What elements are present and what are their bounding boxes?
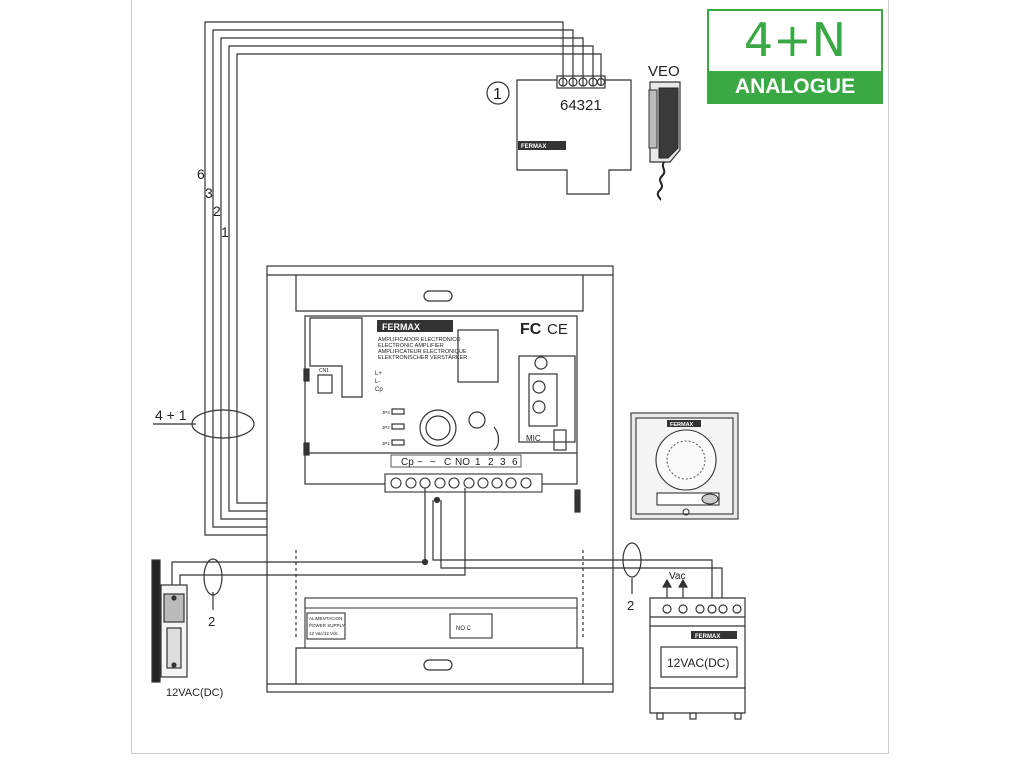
handset-model-label: VEO [648, 63, 680, 80]
power-strip [304, 597, 578, 649]
amplifier-side-label-lminus: L- [375, 379, 380, 385]
diagram-frame [131, 0, 889, 754]
power-strip-text-3: 12 Vac/12 Vdc [309, 631, 339, 636]
amplifier-cert-ce: CE [547, 321, 568, 338]
amplifier-module [303, 315, 581, 513]
terminal-label-ac1: ~ [417, 457, 423, 468]
amplifier-desc-es: AMPLIFICADOR ELECTRONICO [378, 337, 461, 343]
electric-lock [151, 559, 188, 683]
amplifier-brand: FERMAX [382, 322, 420, 332]
power-strip-relay: NO C [456, 626, 472, 632]
door-panel-brand: FERMAX [670, 422, 694, 428]
terminal-label-no: NO [455, 457, 470, 468]
bundle-label: 4 + 1 [155, 407, 187, 423]
lock-voltage: 12VAC(DC) [166, 687, 223, 699]
terminal-label-cp: Cp [401, 457, 414, 468]
amplifier-side-label-cp: Cp [375, 387, 383, 393]
amplifier-desc-fr: AMPLIFICATEUR ELECTRONIQUE [378, 349, 467, 355]
door-panel [630, 412, 739, 520]
wire-label-3: 3 [205, 185, 213, 201]
terminal-label-c: C [444, 457, 451, 468]
psu-output-label: Vac [669, 571, 686, 582]
psu-pair-label: 2 [627, 598, 634, 613]
power-supply-unit [649, 578, 746, 720]
lock-wiring [171, 488, 466, 610]
amplifier-jumper-jp1: JP1 [382, 441, 390, 446]
amplifier-connector-label: CN1 [319, 368, 329, 374]
lock-pair-label: 2 [208, 614, 215, 629]
handset-terminal-numbers: 64321 [560, 97, 602, 114]
veo-handset [648, 81, 681, 201]
amplifier-side-label-lplus: L+ [375, 371, 382, 377]
power-strip-text-1: ALIMENTACION [309, 616, 342, 621]
terminal-label-3: 3 [500, 457, 506, 468]
system-badge: 4+N ANALOGUE [707, 9, 883, 104]
amplifier-mic-label: MIC [526, 434, 541, 443]
handset-module-brand: FERMAX [521, 144, 546, 150]
amplifier-cert-fc: FC [520, 321, 542, 338]
amplifier-terminal-block [384, 473, 543, 493]
amplifier-jumper-jp2: JP2 [382, 425, 390, 430]
handset-callout-number: 1 [493, 86, 502, 103]
terminal-label-1: 1 [475, 457, 481, 468]
wire-label-6: 6 [197, 166, 205, 182]
terminal-label-ac2: ~ [430, 457, 436, 468]
system-badge-type: ANALOGUE [709, 71, 881, 102]
amplifier-desc-en: ELECTRONIC AMPLIFIER [378, 343, 444, 349]
wire-label-1: 1 [221, 224, 229, 240]
power-strip-text-2: POWER SUPPLY [309, 623, 345, 628]
terminal-label-2: 2 [488, 457, 494, 468]
psu-voltage: 12VAC(DC) [667, 656, 729, 670]
psu-wiring [432, 496, 723, 608]
amplifier-desc-de: ELEKTRONISCHER VERSTÄRKER [378, 354, 467, 361]
bundle-ellipse [191, 409, 255, 439]
psu-brand: FERMAX [695, 634, 720, 640]
amplifier-jumper-jp3: JP3 [382, 410, 390, 415]
amplifier-terminal-labels: Cp ~ ~ C NO 1 2 3 6 [390, 454, 522, 468]
handset-module [516, 75, 632, 195]
wire-label-2: 2 [213, 203, 221, 219]
terminal-label-6: 6 [512, 457, 518, 468]
handset-callout-circle [486, 81, 510, 105]
system-badge-title: 4+N [743, 13, 847, 67]
